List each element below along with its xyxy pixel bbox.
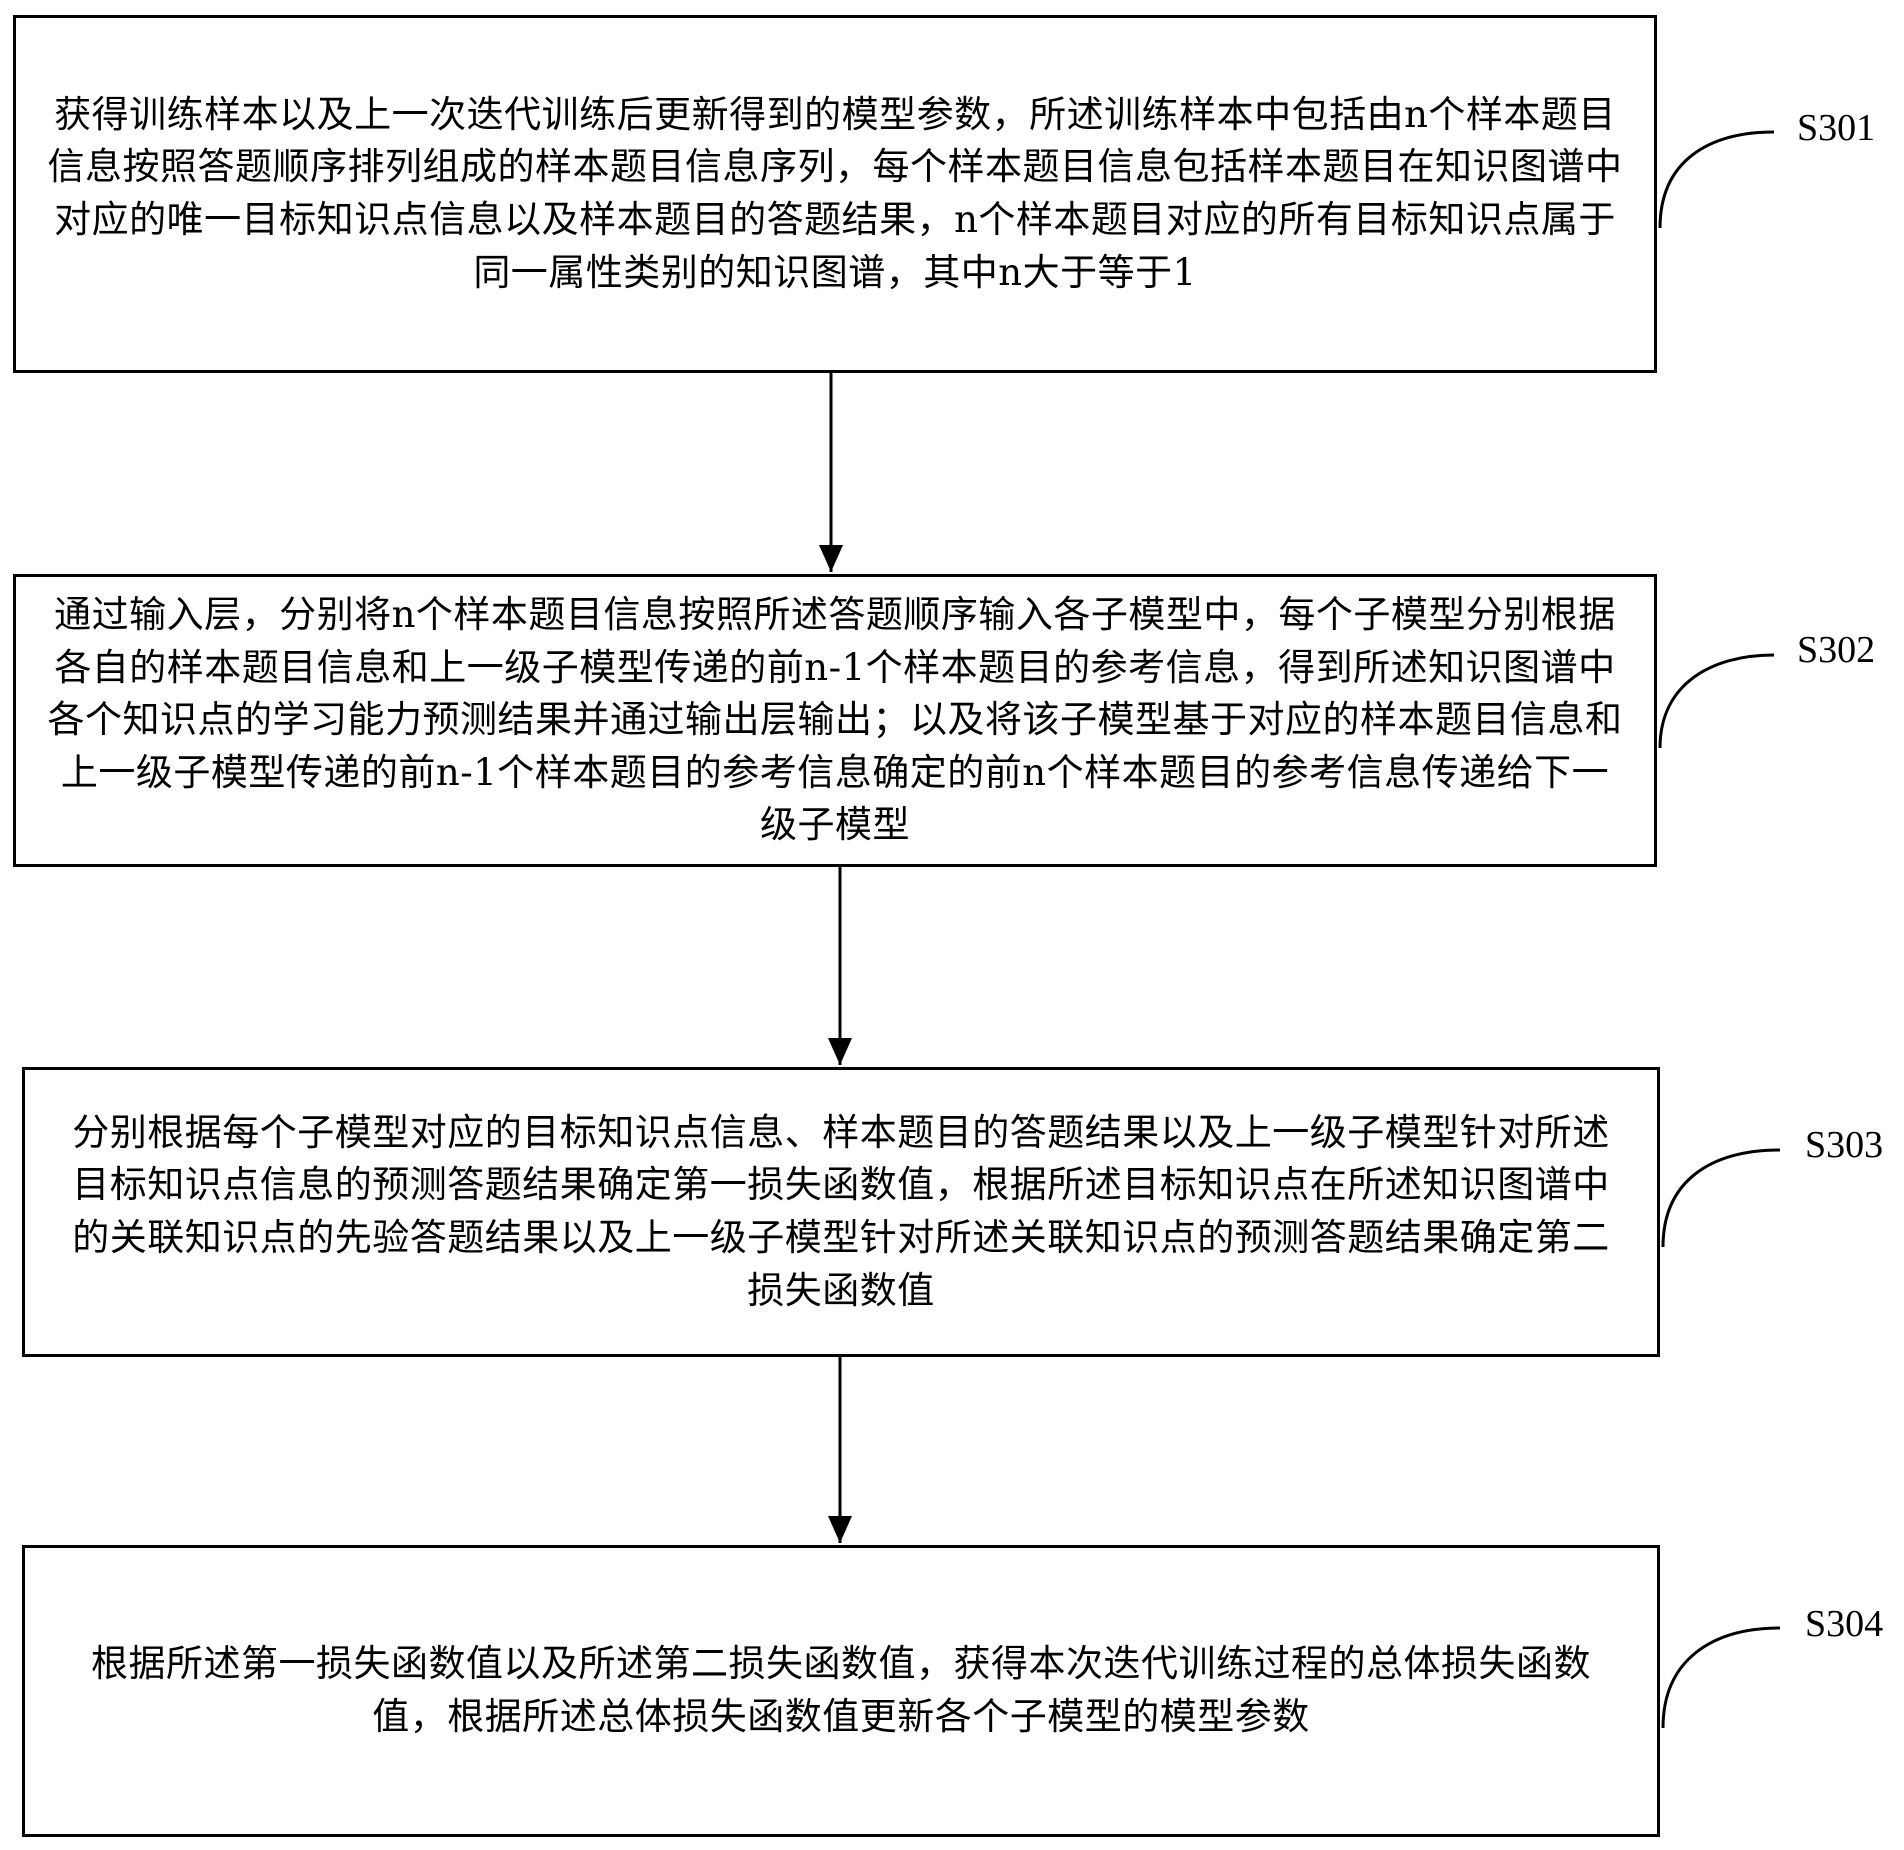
step-text-s302: 通过输入层，分别将n个样本题目信息按照所述答题顺序输入各子模型中，每个子模型分别… bbox=[47, 593, 1623, 847]
leader-curve-s303 bbox=[1661, 1148, 1781, 1248]
step-box-s304: 根据所述第一损失函数值以及所述第二损失函数值，获得本次迭代训练过程的总体损失函数… bbox=[22, 1545, 1660, 1837]
step-label-s302: S302 bbox=[1797, 629, 1876, 671]
step-box-s303: 分别根据每个子模型对应的目标知识点信息、样本题目的答题结果以及上一级子模型针对所… bbox=[22, 1067, 1660, 1357]
step-text-s303: 分别根据每个子模型对应的目标知识点信息、样本题目的答题结果以及上一级子模型针对所… bbox=[72, 1110, 1610, 1312]
step-box-s302: 通过输入层，分别将n个样本题目信息按照所述答题顺序输入各子模型中，每个子模型分别… bbox=[13, 574, 1657, 867]
arrowhead-s301-s302 bbox=[819, 545, 843, 572]
leader-curve-s301 bbox=[1658, 130, 1775, 229]
arrowhead-s303-s304 bbox=[828, 1516, 852, 1543]
arrowhead-s302-s303 bbox=[828, 1038, 852, 1065]
step-label-s303: S303 bbox=[1805, 1124, 1884, 1166]
leader-curve-s302 bbox=[1658, 653, 1775, 749]
step-box-s301: 获得训练样本以及上一次迭代训练后更新得到的模型参数，所述训练样本中包括由n个样本… bbox=[13, 15, 1657, 373]
step-text-s304: 根据所述第一损失函数值以及所述第二损失函数值，获得本次迭代训练过程的总体损失函数… bbox=[91, 1642, 1591, 1738]
step-label-s301: S301 bbox=[1797, 107, 1876, 149]
step-label-s304: S304 bbox=[1805, 1603, 1884, 1645]
step-text-s301: 获得训练样本以及上一次迭代训练后更新得到的模型参数，所述训练样本中包括由n个样本… bbox=[47, 92, 1623, 294]
leader-curve-s304 bbox=[1661, 1626, 1781, 1729]
